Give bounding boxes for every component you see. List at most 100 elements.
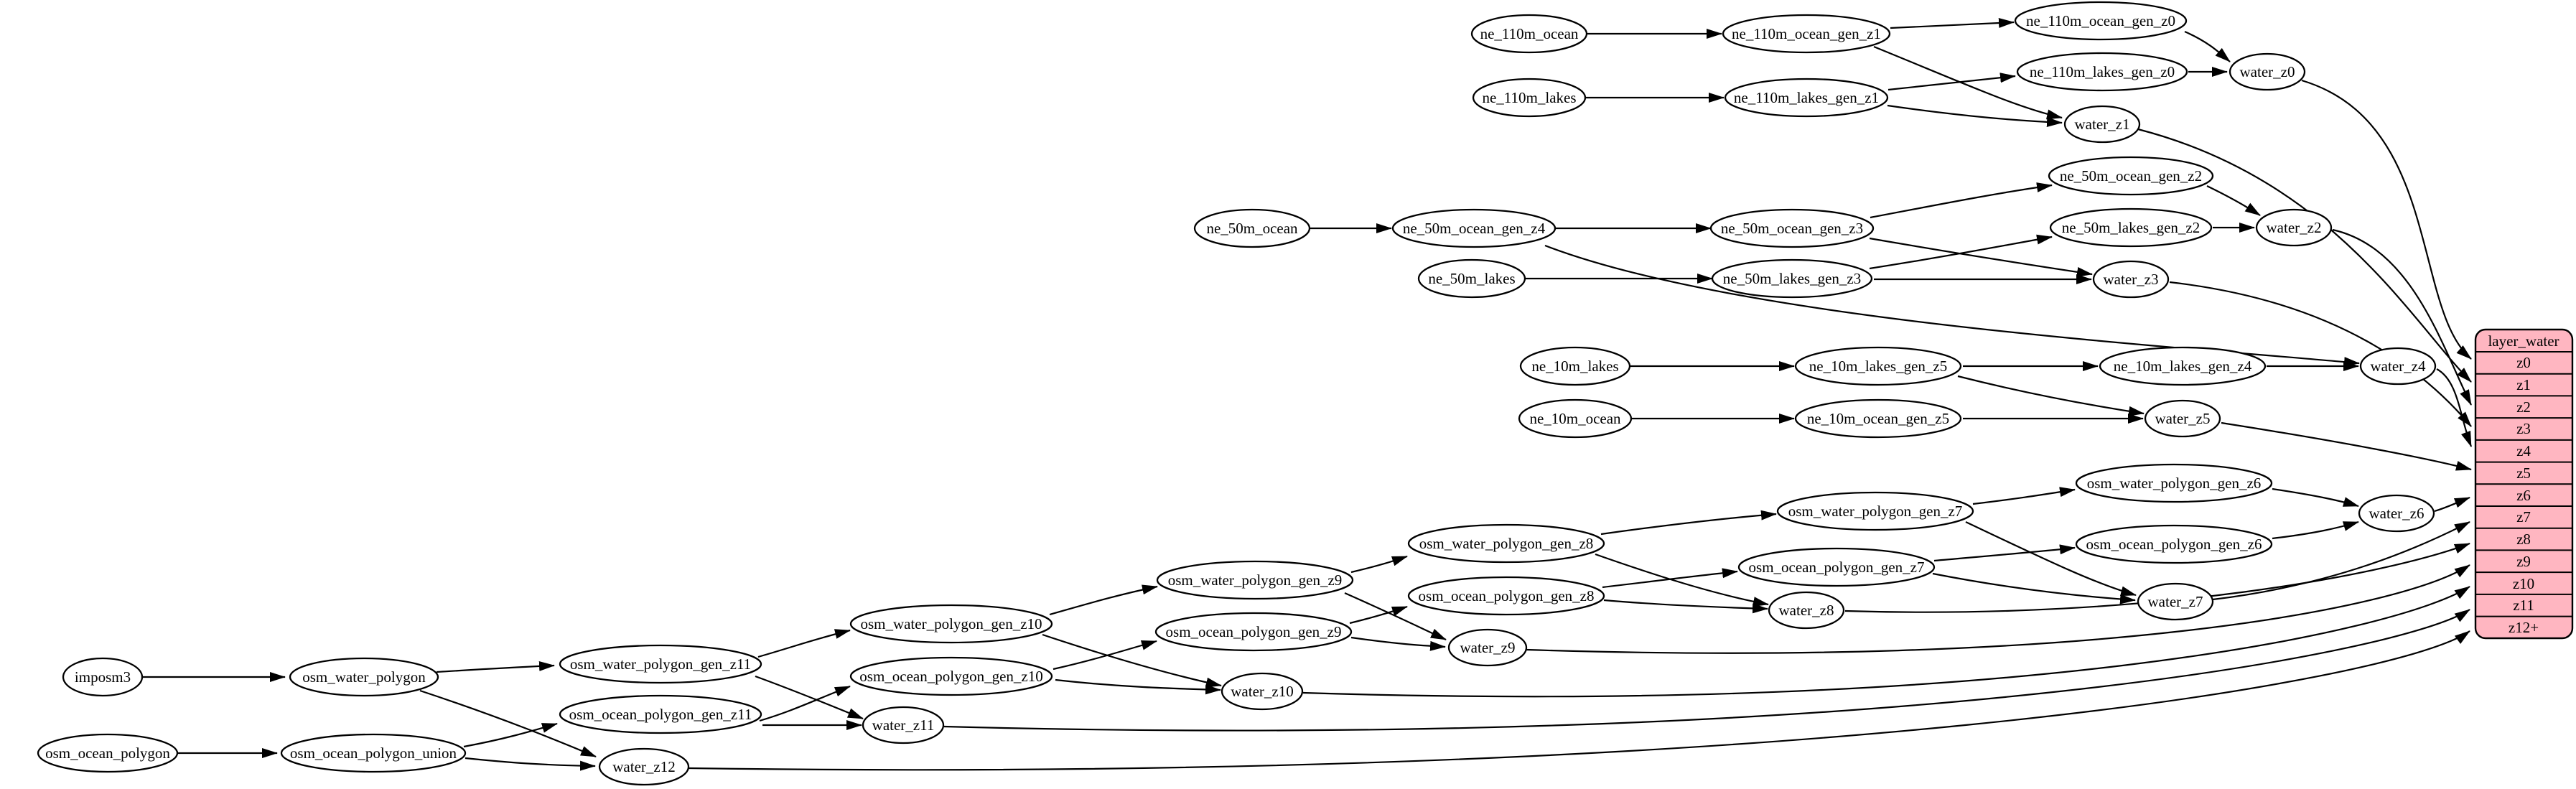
node-water_z5: water_z5 xyxy=(2144,399,2221,438)
svg-text:osm_ocean_polygon_gen_z6: osm_ocean_polygon_gen_z6 xyxy=(2086,536,2262,553)
edge-ne_10m_lakes_gen_z5-to-water_z5 xyxy=(1957,375,2145,416)
svg-text:ne_50m_ocean: ne_50m_ocean xyxy=(1206,220,1298,237)
edge-osm_water_polygon_gen_z11-to-gen_z10 xyxy=(757,629,851,658)
svg-text:water_z9: water_z9 xyxy=(1460,639,1516,656)
table-row-z0: z0 xyxy=(2516,354,2531,371)
edge-osm_water_polygon_gen_z8-to-water_z8 xyxy=(1595,553,1769,607)
svg-text:osm_ocean_polygon_gen_z11: osm_ocean_polygon_gen_z11 xyxy=(569,706,752,723)
svg-text:osm_water_polygon_gen_z9: osm_water_polygon_gen_z9 xyxy=(1168,571,1343,589)
edge-osm_ocean_polygon_gen_z9-to-water_z9 xyxy=(1350,636,1446,651)
node-ne_50m_ocean_gen_z2: ne_50m_ocean_gen_z2 xyxy=(2048,156,2214,196)
node-ne_50m_ocean_gen_z4: ne_50m_ocean_gen_z4 xyxy=(1391,208,1557,248)
edge-water_z12-to-row_z12 xyxy=(688,630,2470,771)
svg-text:ne_10m_lakes_gen_z5: ne_10m_lakes_gen_z5 xyxy=(1809,358,1947,375)
edge-osm_water_polygon_gen_z11-to-water_z11 xyxy=(755,675,864,720)
edges xyxy=(142,17,2473,771)
svg-text:ne_50m_lakes_gen_z2: ne_50m_lakes_gen_z2 xyxy=(2062,219,2200,236)
table-row-z4: z4 xyxy=(2516,442,2531,459)
node-ne_10m_ocean: ne_10m_ocean xyxy=(1518,398,1633,439)
node-ne_110m_ocean_gen_z1: ne_110m_ocean_gen_z1 xyxy=(1722,14,1891,54)
edge-ne_110m_lakes_gen_z1-to-gen_z0 xyxy=(1887,73,2016,91)
node-ne_110m_lakes_gen_z1: ne_110m_lakes_gen_z1 xyxy=(1724,78,1889,118)
node-water_z2: water_z2 xyxy=(2255,208,2333,247)
node-ne_10m_lakes_gen_z5: ne_10m_lakes_gen_z5 xyxy=(1794,346,1962,386)
edge-water_z1-to-row_z1 xyxy=(2137,128,2472,383)
table-row-z1: z1 xyxy=(2516,376,2531,393)
edge-water_z0-to-row_z0 xyxy=(2301,79,2472,360)
edge-water_z5-to-row_z5 xyxy=(2221,421,2472,471)
svg-text:ne_50m_lakes: ne_50m_lakes xyxy=(1428,270,1515,287)
svg-text:ne_110m_ocean_gen_z0: ne_110m_ocean_gen_z0 xyxy=(2026,12,2175,29)
edge-ne_50m_ocean_gen_z4-to-water_z4 xyxy=(1544,244,2360,368)
svg-text:water_z2: water_z2 xyxy=(2267,219,2322,236)
svg-text:osm_ocean_polygon_gen_z8: osm_ocean_polygon_gen_z8 xyxy=(1419,587,1595,604)
edge-osm_ocean_polygon_gen_z7-to-water_z7 xyxy=(1932,572,2136,604)
svg-text:osm_water_polygon_gen_z10: osm_water_polygon_gen_z10 xyxy=(860,615,1042,632)
svg-text:water_z5: water_z5 xyxy=(2155,410,2211,427)
edge-osm_ocean_polygon_gen_z11-to-gen_z10 xyxy=(759,685,851,722)
node-water_z1: water_z1 xyxy=(2063,105,2141,144)
edge-water_z11-to-row_z11 xyxy=(943,609,2470,732)
edge-osm_ocean_polygon_gen_z10-to-water_z10 xyxy=(1055,678,1221,695)
table-row-z10: z10 xyxy=(2513,575,2534,592)
edge-osm_water_polygon_gen_z7-to-gen_z6 xyxy=(1972,487,2076,505)
svg-text:water_z6: water_z6 xyxy=(2369,505,2425,522)
node-osm_water_polygon_gen_z10: osm_water_polygon_gen_z10 xyxy=(849,604,1053,644)
svg-text:ne_10m_lakes_gen_z4: ne_10m_lakes_gen_z4 xyxy=(2114,358,2252,375)
edge-water_z9-to-row_z9 xyxy=(1526,564,2470,654)
svg-text:osm_ocean_polygon_gen_z10: osm_ocean_polygon_gen_z10 xyxy=(859,668,1042,685)
edge-osm_water_polygon-to-water_z12 xyxy=(419,689,597,758)
svg-text:water_z1: water_z1 xyxy=(2075,116,2130,133)
node-osm_water_polygon: osm_water_polygon xyxy=(289,657,439,697)
svg-text:water_z8: water_z8 xyxy=(1779,602,1834,619)
edge-osm_water_polygon_gen_z9-to-gen_z8 xyxy=(1350,555,1408,574)
edge-osm_ocean_polygon_gen_z10-to-gen_z9 xyxy=(1053,640,1157,671)
node-water_z6: water_z6 xyxy=(2358,494,2435,533)
node-osm_ocean_polygon_gen_z7: osm_ocean_polygon_gen_z7 xyxy=(1737,547,1936,587)
svg-text:water_z4: water_z4 xyxy=(2371,358,2426,375)
node-osm_ocean_polygon_gen_z8: osm_ocean_polygon_gen_z8 xyxy=(1407,576,1605,616)
edge-osm_water_polygon-to-gen_z11 xyxy=(436,660,555,673)
svg-text:ne_50m_lakes_gen_z3: ne_50m_lakes_gen_z3 xyxy=(1723,270,1861,287)
node-ne_110m_ocean: ne_110m_ocean xyxy=(1470,14,1588,54)
edge-ne_110m_ocean_gen_z1-to-water_z1 xyxy=(1873,45,2063,120)
svg-text:ne_110m_ocean_gen_z1: ne_110m_ocean_gen_z1 xyxy=(1732,25,1881,42)
svg-text:water_z3: water_z3 xyxy=(2104,271,2159,288)
edge-osm_water_polygon_gen_z6-to-water_z6 xyxy=(2272,487,2359,508)
svg-text:water_z10: water_z10 xyxy=(1231,683,1293,700)
edge-osm_water_polygon_gen_z7-to-water_z7 xyxy=(1965,521,2137,597)
svg-text:ne_50m_ocean_gen_z2: ne_50m_ocean_gen_z2 xyxy=(2060,167,2202,185)
table-row-z7: z7 xyxy=(2516,508,2531,526)
edge-osm_ocean_polygon_gen_z8-to-gen_z7 xyxy=(1602,568,1738,589)
table-row-z6: z6 xyxy=(2516,487,2531,504)
node-ne_50m_lakes_gen_z3: ne_50m_lakes_gen_z3 xyxy=(1711,258,1873,299)
node-ne_50m_lakes_gen_z2: ne_50m_lakes_gen_z2 xyxy=(2049,207,2213,248)
svg-text:osm_water_polygon_gen_z8: osm_water_polygon_gen_z8 xyxy=(1419,535,1594,552)
edge-ne_110m_lakes_gen_z1-to-water_z1 xyxy=(1887,104,2063,127)
edge-ne_110m_ocean_gen_z0-to-water_z0 xyxy=(2184,30,2231,62)
svg-text:osm_water_polygon: osm_water_polygon xyxy=(302,668,426,686)
node-ne_50m_ocean: ne_50m_ocean xyxy=(1193,208,1311,248)
svg-text:ne_50m_ocean_gen_z3: ne_50m_ocean_gen_z3 xyxy=(1721,220,1863,237)
edge-osm_ocean_polygon_gen_z6-to-water_z6 xyxy=(2272,520,2359,540)
svg-text:water_z7: water_z7 xyxy=(2148,593,2203,610)
edge-osm_ocean_polygon_union-to-water_z12 xyxy=(465,757,596,771)
node-water_z9: water_z9 xyxy=(1447,628,1528,667)
svg-text:osm_water_polygon_gen_z7: osm_water_polygon_gen_z7 xyxy=(1788,503,1963,520)
svg-text:osm_ocean_polygon_gen_z9: osm_ocean_polygon_gen_z9 xyxy=(1166,623,1342,640)
edge-water_z3-to-row_z3 xyxy=(2169,281,2472,427)
edge-ne_110m_ocean_gen_z1-to-gen_z0 xyxy=(1890,17,2015,29)
node-osm_water_polygon_gen_z11: osm_water_polygon_gen_z11 xyxy=(559,644,762,684)
table-row-z5: z5 xyxy=(2516,464,2531,482)
svg-text:water_z0: water_z0 xyxy=(2240,63,2295,80)
svg-text:water_z11: water_z11 xyxy=(872,716,935,734)
edge-water_z6-to-row_z6 xyxy=(2434,496,2470,513)
edge-ne_50m_ocean_gen_z3-to-water_z3 xyxy=(1869,237,2093,277)
node-water_z12: water_z12 xyxy=(598,747,690,786)
table-row-z2: z2 xyxy=(2516,398,2531,416)
svg-text:osm_ocean_polygon_union: osm_ocean_polygon_union xyxy=(290,744,457,762)
node-water_z10: water_z10 xyxy=(1221,672,1304,711)
table-row-z3: z3 xyxy=(2516,420,2531,437)
